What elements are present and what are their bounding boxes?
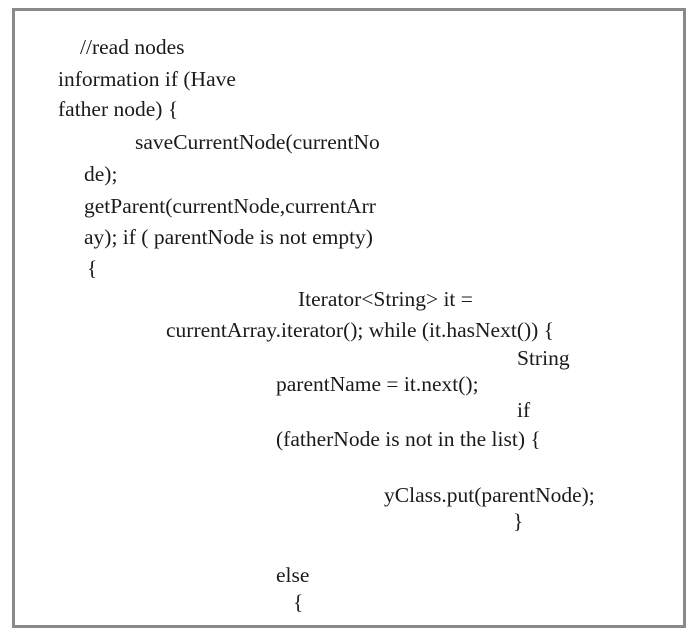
code-line-11: String: [517, 346, 570, 370]
code-line-10: currentArray.iterator(); while (it.hasNe…: [166, 318, 554, 342]
code-line-12: parentName = it.next();: [276, 372, 479, 396]
code-line-14: (fatherNode is not in the list) {: [276, 427, 541, 451]
code-line-17: else: [276, 563, 310, 587]
code-line-5: de);: [84, 162, 118, 186]
code-line-2: information if (Have: [58, 67, 236, 91]
code-line-15: yClass.put(parentNode);: [384, 483, 595, 507]
code-line-9: Iterator<String> it =: [298, 287, 473, 311]
code-line-7: ay); if ( parentNode is not empty): [84, 225, 373, 249]
code-line-13: if: [517, 398, 531, 422]
code-line-6: getParent(currentNode,currentArr: [84, 194, 376, 218]
code-line-18: {: [293, 590, 304, 614]
code-line-1: //read nodes: [80, 35, 185, 59]
code-line-16: }: [513, 509, 524, 533]
code-line-8: {: [87, 256, 98, 280]
code-line-3: father node) {: [58, 97, 179, 121]
code-listing-frame: [12, 8, 686, 628]
code-line-4: saveCurrentNode(currentNo: [135, 130, 380, 154]
